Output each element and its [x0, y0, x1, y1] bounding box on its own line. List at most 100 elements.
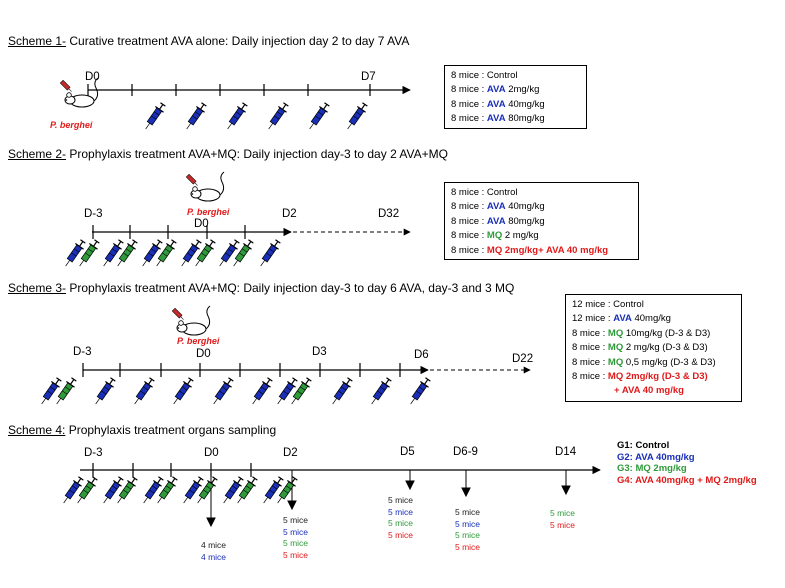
group-dose: 2 mg/kg (D-3 & D3) — [623, 342, 708, 354]
scheme-1-groups-box: 8 mice : Control 8 mice : AVA 2mg/kg 8 m… — [444, 65, 587, 129]
mice-count: 4 mice — [201, 540, 227, 550]
drug-name: + AVA 40 mg/kg — [614, 385, 684, 397]
day-label: D2 — [282, 208, 297, 220]
group-text: 12 mice : — [572, 313, 614, 325]
scheme-2-title-text: Prophylaxis treatment AVA+MQ: Daily inje… — [66, 147, 448, 161]
group-row: 12 mice : Control — [572, 298, 735, 312]
syringe-icon — [218, 474, 246, 507]
syringe-icon — [192, 474, 220, 507]
group-dose: 80mg/kg — [505, 215, 545, 227]
group-row: 8 mice : MQ 2 mg/kg — [451, 229, 632, 243]
syringe-icon — [112, 237, 140, 270]
day-label: D0 — [194, 218, 209, 230]
syringe-icon — [90, 375, 118, 408]
drug-name: MQ — [486, 230, 503, 242]
syringe-icon — [151, 237, 179, 270]
group-row: 8 mice : MQ 2mg/kg (D-3 & D3) — [572, 370, 735, 384]
syringe-icon — [152, 474, 180, 507]
syringe-icon — [74, 237, 102, 270]
mice-count: 5 mice — [455, 541, 481, 552]
group-text: 8 mice : — [572, 356, 608, 368]
drug-name: MQ 2mg/kg+ AVA 40 mg/kg — [486, 244, 609, 256]
syringe-icon — [255, 237, 283, 270]
group-row: 8 mice : MQ 2 mg/kg (D-3 & D3) — [572, 341, 735, 355]
scheme-1-title: Scheme 1- Curative treatment AVA alone: … — [8, 34, 409, 48]
syringe-icon — [137, 237, 165, 270]
scheme-3-title-prefix: Scheme 3- — [8, 281, 67, 295]
scheme-3-title: Scheme 3- Prophylaxis treatment AVA+MQ: … — [8, 281, 514, 295]
sample-d14: 5 mice 5 mice — [550, 508, 575, 531]
group-row: 8 mice : MQ 10mg/kg (D-3 & D3) — [572, 327, 735, 341]
mice-count: 5 mice — [455, 507, 481, 517]
scheme-1-timeline — [59, 77, 411, 133]
sample-d2: 5 mice 5 mice 5 mice 5 mice — [283, 515, 308, 561]
mice-count: 5 mice — [283, 526, 309, 537]
sample-d5: 5 mice 5 mice 5 mice 5 mice — [388, 495, 413, 541]
legend-item: G4: AVA 40mg/kg + MQ 2mg/kg — [617, 474, 757, 486]
syringe-icon — [214, 237, 242, 270]
drug-name: AVA — [486, 98, 506, 110]
group-row: 8 mice : MQ 2mg/kg+ AVA 40 mg/kg — [451, 244, 632, 258]
drug-name: AVA — [486, 113, 506, 125]
drug-name: AVA — [486, 215, 506, 227]
group-text: 8 mice : — [451, 215, 487, 227]
group-text: 8 mice : — [451, 244, 487, 256]
day-label: D0 — [204, 447, 219, 459]
group-row: 8 mice : AVA 2mg/kg — [451, 83, 580, 97]
day-label: D6-9 — [453, 446, 478, 458]
group-row: + AVA 40 mg/kg — [572, 384, 735, 398]
scheme-3-timeline — [36, 305, 531, 408]
syringe-icon — [98, 237, 126, 270]
scheme-2-timeline — [60, 171, 411, 270]
parasite-label: P. berghei — [187, 207, 230, 217]
syringe-icon — [36, 375, 64, 408]
drug-name: MQ 2mg/kg (D-3 & D3) — [607, 371, 708, 383]
syringe-icon — [366, 375, 394, 408]
group-dose: 2mg/kg — [505, 84, 540, 96]
group-dose: 40mg/kg — [505, 98, 545, 110]
scheme-2-title-prefix: Scheme 2- — [8, 147, 67, 161]
mice-count: 5 mice — [283, 538, 309, 548]
parasite-label: P. berghei — [50, 120, 93, 130]
mice-count: 5 mice — [388, 518, 414, 528]
syringe-icon — [327, 375, 355, 408]
drug-name: MQ — [607, 356, 624, 368]
group-dose: 80mg/kg — [505, 113, 545, 125]
day-label: D14 — [555, 446, 577, 458]
syringe-icon — [58, 474, 86, 507]
mice-count: 5 mice — [388, 529, 414, 540]
day-label: D5 — [400, 446, 415, 458]
syringe-icon — [178, 474, 206, 507]
scheme-4-legend: G1: Control G2: AVA 40mg/kg G3: MQ 2mg/k… — [617, 440, 757, 486]
syringe-icon — [272, 375, 300, 408]
day-label: D22 — [512, 353, 534, 365]
day-label: D-3 — [84, 447, 103, 459]
group-text: 8 mice : — [572, 342, 608, 354]
group-text: 8 mice : — [572, 327, 608, 339]
group-text: 8 mice : Control — [451, 187, 518, 198]
scheme-4-title-prefix: Scheme 4: — [8, 423, 66, 437]
day-label: D0 — [85, 71, 100, 83]
drug-name: AVA — [613, 313, 632, 325]
drug-name: AVA — [486, 201, 506, 213]
scheme-4-title-text: Prophylaxis treatment organs sampling — [65, 423, 277, 437]
mice-count: 5 mice — [455, 530, 481, 540]
group-text: 8 mice : — [451, 230, 487, 242]
syringe-icon — [232, 474, 260, 507]
syringe-icon — [228, 237, 256, 270]
syringe-icon — [286, 375, 314, 408]
group-row: 8 mice : Control — [451, 186, 632, 200]
group-text: 8 mice : Control — [451, 70, 518, 81]
syringe-icon — [247, 375, 275, 408]
day-label: D7 — [361, 71, 376, 83]
group-text: 8 mice : — [451, 84, 487, 96]
day-label: D-3 — [84, 208, 103, 220]
group-row: 8 mice : Control — [451, 69, 580, 83]
legend-item: G2: AVA 40mg/kg — [617, 451, 695, 463]
syringe-icon — [181, 100, 209, 133]
infected-mouse-icon — [185, 171, 225, 202]
scheme-1-title-prefix: Scheme 1- — [8, 34, 67, 48]
mice-count: 5 mice — [388, 495, 414, 505]
day-label: D6 — [414, 349, 429, 361]
syringe-icon — [129, 375, 157, 408]
